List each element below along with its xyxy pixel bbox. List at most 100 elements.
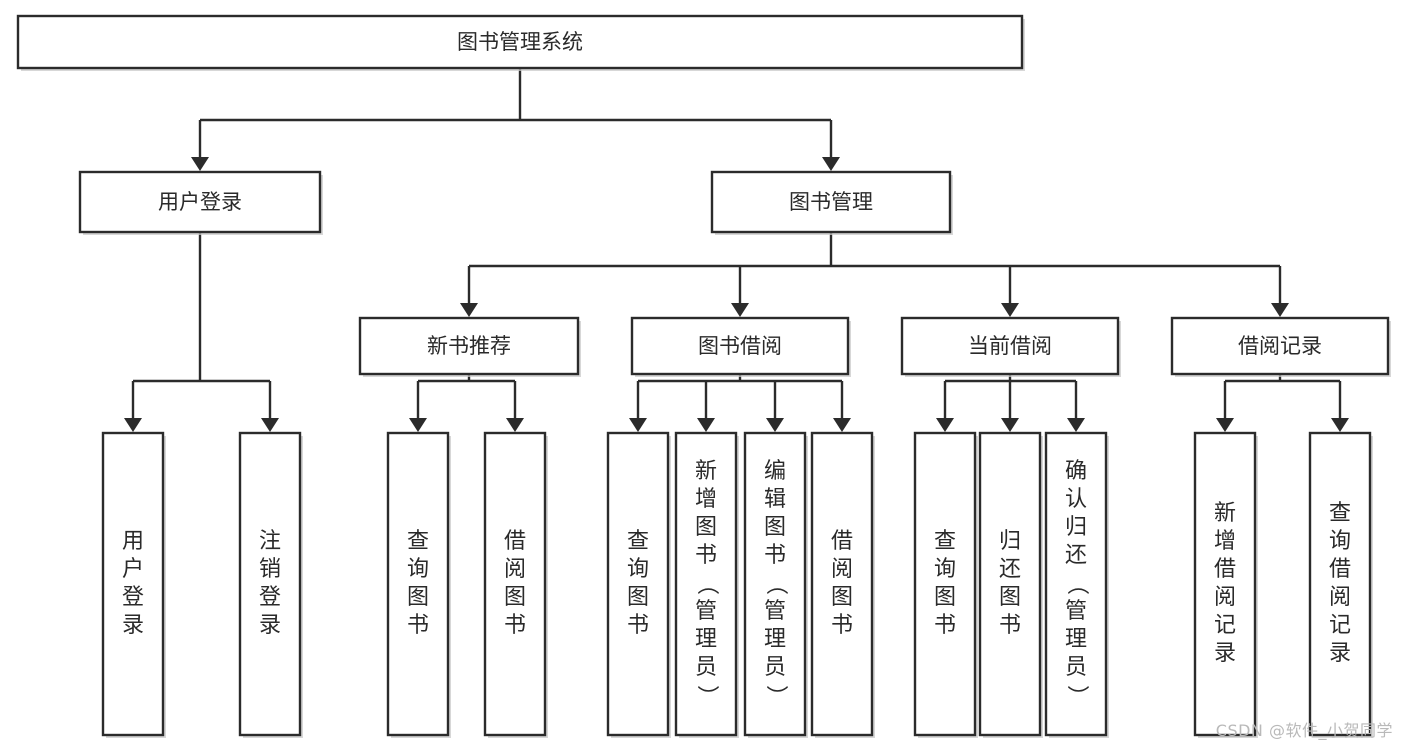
node-box (238, 431, 302, 737)
svg-text:理: 理 (764, 627, 786, 652)
svg-text:管: 管 (1065, 599, 1087, 624)
svg-text:归: 归 (999, 529, 1021, 554)
node-book-borrow[interactable]: 图书借阅 (630, 316, 851, 377)
node-current-borrow[interactable]: 当前借阅 (900, 316, 1121, 377)
svg-text:辑: 辑 (764, 487, 786, 512)
svg-text:认: 认 (1065, 487, 1087, 512)
svg-text:注: 注 (259, 529, 281, 554)
node-borrow-record[interactable]: 借阅记录 (1170, 316, 1391, 377)
svg-text:理: 理 (1065, 627, 1087, 652)
svg-text:理: 理 (695, 627, 717, 652)
svg-text:确: 确 (1065, 459, 1087, 484)
svg-text:录: 录 (259, 613, 281, 638)
svg-text:管: 管 (695, 599, 717, 624)
svg-text:阅: 阅 (504, 557, 526, 582)
svg-text:还: 还 (1065, 543, 1087, 568)
svg-text:新: 新 (1214, 501, 1236, 526)
node-box (743, 431, 807, 737)
connector-group-root (191, 68, 840, 171)
svg-text:（: （ (763, 573, 788, 595)
svg-text:图: 图 (831, 585, 853, 610)
svg-text:（: （ (694, 573, 719, 595)
svg-text:书: 书 (504, 613, 526, 638)
svg-text:员: 员 (1065, 655, 1087, 680)
node-label: 图书管理 (789, 190, 873, 214)
arrow-head-icon (1271, 303, 1289, 317)
svg-text:图: 图 (695, 515, 717, 540)
svg-text:图: 图 (934, 585, 956, 610)
connector-group-user-login (124, 232, 279, 432)
svg-text:用: 用 (122, 529, 144, 554)
svg-text:询: 询 (1329, 529, 1351, 554)
connector-group-new-book-rec (409, 374, 524, 432)
svg-text:查: 查 (627, 529, 649, 554)
svg-text:归: 归 (1065, 515, 1087, 540)
arrow-head-icon (1001, 303, 1019, 317)
arrow-head-icon (191, 157, 209, 171)
node-label: 借阅记录 (1238, 334, 1322, 358)
node-box (483, 431, 547, 737)
node-layer: 图书管理系统用户登录图书管理新书推荐图书借阅当前借阅借阅记录用户登录注销登录查询… (16, 14, 1391, 738)
svg-text:查: 查 (1329, 501, 1351, 526)
node-box (1044, 431, 1108, 737)
svg-text:编: 编 (764, 459, 786, 484)
node-label: 新书推荐 (427, 334, 511, 358)
svg-text:询: 询 (407, 557, 429, 582)
node-box (810, 431, 874, 737)
svg-text:增: 增 (695, 487, 717, 512)
svg-text:书: 书 (627, 613, 649, 638)
svg-text:录: 录 (1329, 641, 1351, 666)
node-box (101, 431, 165, 737)
node-root[interactable]: 图书管理系统 (16, 14, 1025, 71)
node-box (358, 316, 580, 376)
svg-text:图: 图 (627, 585, 649, 610)
svg-text:）: ） (694, 685, 719, 707)
arrow-head-icon (506, 418, 524, 432)
node-label: 用户登录 (158, 190, 242, 214)
svg-text:询: 询 (934, 557, 956, 582)
svg-text:图: 图 (407, 585, 429, 610)
svg-text:借: 借 (1329, 557, 1351, 582)
svg-text:销: 销 (259, 557, 281, 582)
node-box (630, 316, 850, 376)
node-user-login[interactable]: 用户登录 (78, 170, 323, 235)
arrow-head-icon (409, 418, 427, 432)
arrow-head-icon (697, 418, 715, 432)
svg-text:图: 图 (999, 585, 1021, 610)
svg-text:书: 书 (407, 613, 429, 638)
connector-layer (124, 68, 1349, 432)
arrow-head-icon (936, 418, 954, 432)
svg-text:图: 图 (504, 585, 526, 610)
node-new-book-rec[interactable]: 新书推荐 (358, 316, 581, 377)
node-leaf-user-login[interactable]: 用户登录 (101, 431, 166, 738)
connector-group-borrow-record (1216, 374, 1349, 432)
svg-text:借: 借 (504, 529, 526, 554)
svg-text:借: 借 (1214, 557, 1236, 582)
arrow-head-icon (766, 418, 784, 432)
node-book-manage[interactable]: 图书管理 (710, 170, 953, 235)
